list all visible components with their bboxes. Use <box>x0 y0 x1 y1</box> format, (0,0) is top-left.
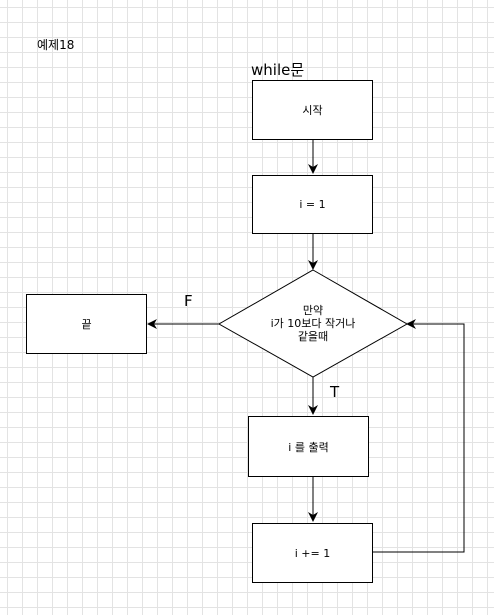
arrow-loop-back <box>373 319 465 553</box>
condition-line-1: 만약 <box>302 304 324 317</box>
increment-box: i += 1 <box>252 523 373 583</box>
increment-box-label: i += 1 <box>294 546 331 560</box>
false-branch-label: F <box>184 292 193 310</box>
init-box-label: i = 1 <box>299 198 326 211</box>
condition-line-3: 같을때 <box>297 330 329 343</box>
end-box: 끝 <box>26 294 147 354</box>
condition-line-2: i가 10보다 작거나 <box>270 317 356 330</box>
output-box-label: i 를 출력 <box>288 440 329 454</box>
condition-label: 만약 i가 10보다 작거나 같을때 <box>253 304 373 343</box>
start-box-label: 시작 <box>302 104 323 117</box>
end-box-label: 끝 <box>81 318 92 331</box>
init-box: i = 1 <box>252 175 373 234</box>
output-box: i 를 출력 <box>248 416 369 477</box>
true-branch-label: T <box>330 383 340 401</box>
condition-diamond <box>217 269 409 378</box>
start-box: 시작 <box>252 80 373 140</box>
diagram-caption: 예제18 <box>37 38 75 52</box>
loop-label: while문 <box>251 61 305 79</box>
